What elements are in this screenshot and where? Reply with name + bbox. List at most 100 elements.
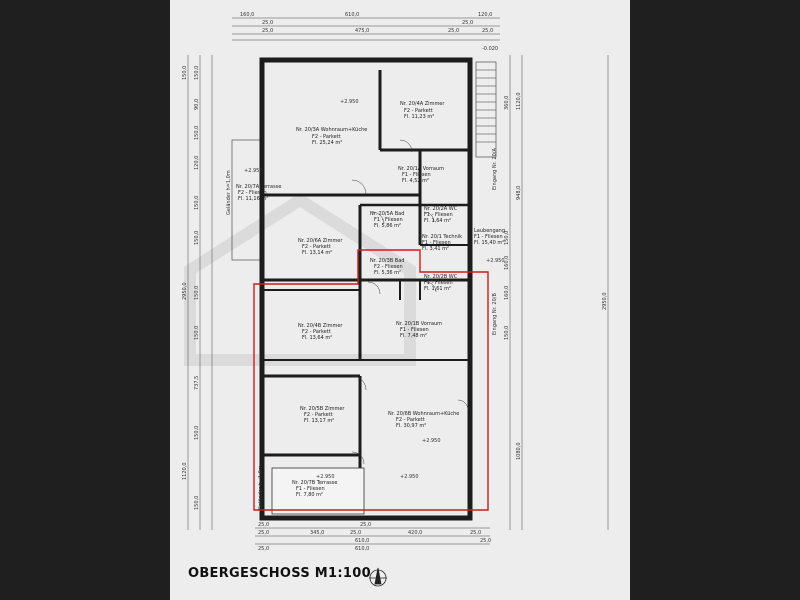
room-area-bad-b: Fl. 5,36 m² xyxy=(374,270,401,276)
room-label-terrasse-b: Nr. 20/7B Terrasse xyxy=(292,480,337,486)
dim-left-12: 150,0 xyxy=(194,426,200,440)
dim-left-5: 120,0 xyxy=(194,156,200,170)
room-area-wohnkueche-b: Fl. 30,97 m² xyxy=(396,423,426,429)
dim-left-2: 150,0 xyxy=(194,66,200,80)
room-labels: Nr. 20/3A Wohnraum+Küche F2 - Parkett Fl… xyxy=(236,101,505,498)
top-dimensions xyxy=(232,17,500,41)
dim-left-1: 150,0 xyxy=(182,66,188,80)
room-floor-technik: F1 - Fliesen xyxy=(422,240,451,246)
room-floor-zimmer-b: F2 - Parkett xyxy=(302,329,331,335)
room-area-zimmer-b: Fl. 13,64 m² xyxy=(302,335,332,341)
dim-left-3: 90,0 xyxy=(194,99,200,110)
room-label-zimmer-top: Nr. 20/4A Zimmer xyxy=(400,101,445,107)
room-area-bad-top: Fl. 5,86 m² xyxy=(374,223,401,229)
dim-left-8: 150,0 xyxy=(194,286,200,300)
dim-left-6: 150,0 xyxy=(194,196,200,210)
dim-left-13: 1120,0 xyxy=(182,463,188,481)
dim-top-4: 25,0 xyxy=(262,20,273,26)
level-4: +2.950 xyxy=(422,438,441,444)
left-dimensions xyxy=(187,55,213,530)
room-area-terrasse-top: Fl. 11,16 m² xyxy=(238,196,268,202)
room-floor-wc-top: F1 - Fliesen xyxy=(424,212,453,218)
room-area-zimmer-b2: Fl. 13,17 m² xyxy=(304,418,334,424)
north-arrow-icon xyxy=(369,567,387,587)
room-area-vorraum-b: Fl. 7,48 m² xyxy=(400,333,427,339)
dim-bottom-9: 25,0 xyxy=(480,538,491,544)
room-floor-bad-top: F1 - Fliesen xyxy=(374,217,403,223)
level-markers: +2.950 +2.950 +2.950 +2.950 +2.950 +2.95… xyxy=(244,46,505,480)
doors xyxy=(351,139,469,465)
dim-top-8: 25,0 xyxy=(462,20,473,26)
room-label-bad-b: Nr. 20/3B Bad xyxy=(370,258,404,264)
room-label-bad-top: Nr. 20/5A Bad xyxy=(370,211,404,217)
dim-right-5: 160,0 xyxy=(504,256,510,270)
dim-right-7: 150,0 xyxy=(504,326,510,340)
dim-bottom-11: 25,0 xyxy=(258,546,269,552)
dim-left-4: 150,0 xyxy=(194,126,200,140)
dim-right-1: 1120,0 xyxy=(516,93,522,111)
room-area-zimmer-top: Fl. 11,23 m² xyxy=(404,114,434,120)
dim-top-7: 25,0 xyxy=(448,28,459,34)
dim-right-6: 160,0 xyxy=(504,286,510,300)
room-area-terrasse-b: Fl. 7,80 m² xyxy=(296,492,323,498)
dim-bottom-6: 420,0 xyxy=(408,530,422,536)
room-floor-laubengang: F1 - Fliesen xyxy=(474,234,503,240)
level-3: +2.950 xyxy=(486,258,505,264)
railing-label-top: Geländer h=1,0m xyxy=(226,170,232,215)
entrance-label-top: Eingang Nr. 20/A xyxy=(492,148,498,190)
room-floor-zimmer-mid: F2 - Parkett xyxy=(302,244,331,250)
room-area-laubengang: Fl. 15,40 m² xyxy=(474,240,504,246)
building-walls xyxy=(259,57,473,521)
dim-bottom-4: 25,0 xyxy=(350,530,361,536)
room-area-wc-top: Fl. 1,64 m² xyxy=(424,218,451,224)
room-label-zimmer-b2: Nr. 20/5B Zimmer xyxy=(300,406,345,412)
background-left xyxy=(0,0,170,600)
room-area-technik: Fl. 3,41 m² xyxy=(422,246,449,252)
room-area-zimmer-mid: Fl. 13,14 m² xyxy=(302,250,332,256)
level-5: +2.950 xyxy=(316,474,335,480)
dim-top-9: 25,0 xyxy=(482,28,493,34)
watermark xyxy=(184,192,416,366)
dim-bottom-3: 345,0 xyxy=(310,530,324,536)
dim-right-2: 948,0 xyxy=(516,186,522,200)
room-label-zimmer-mid: Nr. 20/6A Zimmer xyxy=(298,238,343,244)
level-7: -0.020 xyxy=(482,46,498,52)
room-floor-terrasse-b: F1 - Fliesen xyxy=(296,486,325,492)
dim-bottom-10: 610,0 xyxy=(355,546,369,552)
unit-boundary xyxy=(253,249,489,511)
room-floor-zimmer-b2: F2 - Parkett xyxy=(304,412,333,418)
room-floor-wc-b: F1 - Fliesen xyxy=(424,280,453,286)
right-dimensions xyxy=(509,55,609,530)
dim-left-9: 150,0 xyxy=(194,326,200,340)
level-6: +2.950 xyxy=(400,474,419,480)
room-label-terrasse-top: Nr. 20/7A Terrasse xyxy=(236,184,281,190)
dim-top-2: 610,0 xyxy=(345,12,359,18)
dim-bottom-1: 25,0 xyxy=(258,522,269,528)
dim-top-1: 160,0 xyxy=(240,12,254,18)
bottom-dimensions xyxy=(255,527,490,545)
background-right xyxy=(630,0,800,600)
railing-label-bottom: Geländer h=1,0m xyxy=(258,465,264,510)
room-label-wc-top: Nr. 20/2A WC xyxy=(424,206,458,212)
dim-top-3: 120,0 xyxy=(478,12,492,18)
entrance-label-bottom: Eingang Nr. 20/B xyxy=(492,293,498,335)
dim-left-10: 2950,0 xyxy=(182,283,188,301)
room-label-wc-b: Nr. 20/2B WC xyxy=(424,274,458,280)
room-label-vorraum-top: Nr. 20/1A Vorraum xyxy=(398,166,444,172)
dim-left-14: 150,0 xyxy=(194,496,200,510)
level-2: +2.950 xyxy=(244,168,263,174)
dim-right-8: 1080,0 xyxy=(516,443,522,461)
plan-title: OBERGESCHOSS M1:100 xyxy=(188,566,371,581)
room-area-wohnkueche-top: Fl. 25,24 m² xyxy=(312,140,342,146)
room-area-vorraum-top: Fl. 4,52 m² xyxy=(402,178,429,184)
dim-right-3: 360,0 xyxy=(504,96,510,110)
dim-left-7: 150,0 xyxy=(194,231,200,245)
room-floor-terrasse-top: F2 - Fliesen xyxy=(238,190,267,196)
dim-bottom-7: 25,0 xyxy=(470,530,481,536)
room-floor-bad-b: F2 - Fliesen xyxy=(374,264,403,270)
dim-right-4: 150,0 xyxy=(504,231,510,245)
terrace-bottom-outline xyxy=(271,467,365,515)
room-area-wc-b: Fl. 1,61 m² xyxy=(424,286,451,292)
room-floor-wohnkueche-b: F2 - Parkett xyxy=(396,417,425,423)
